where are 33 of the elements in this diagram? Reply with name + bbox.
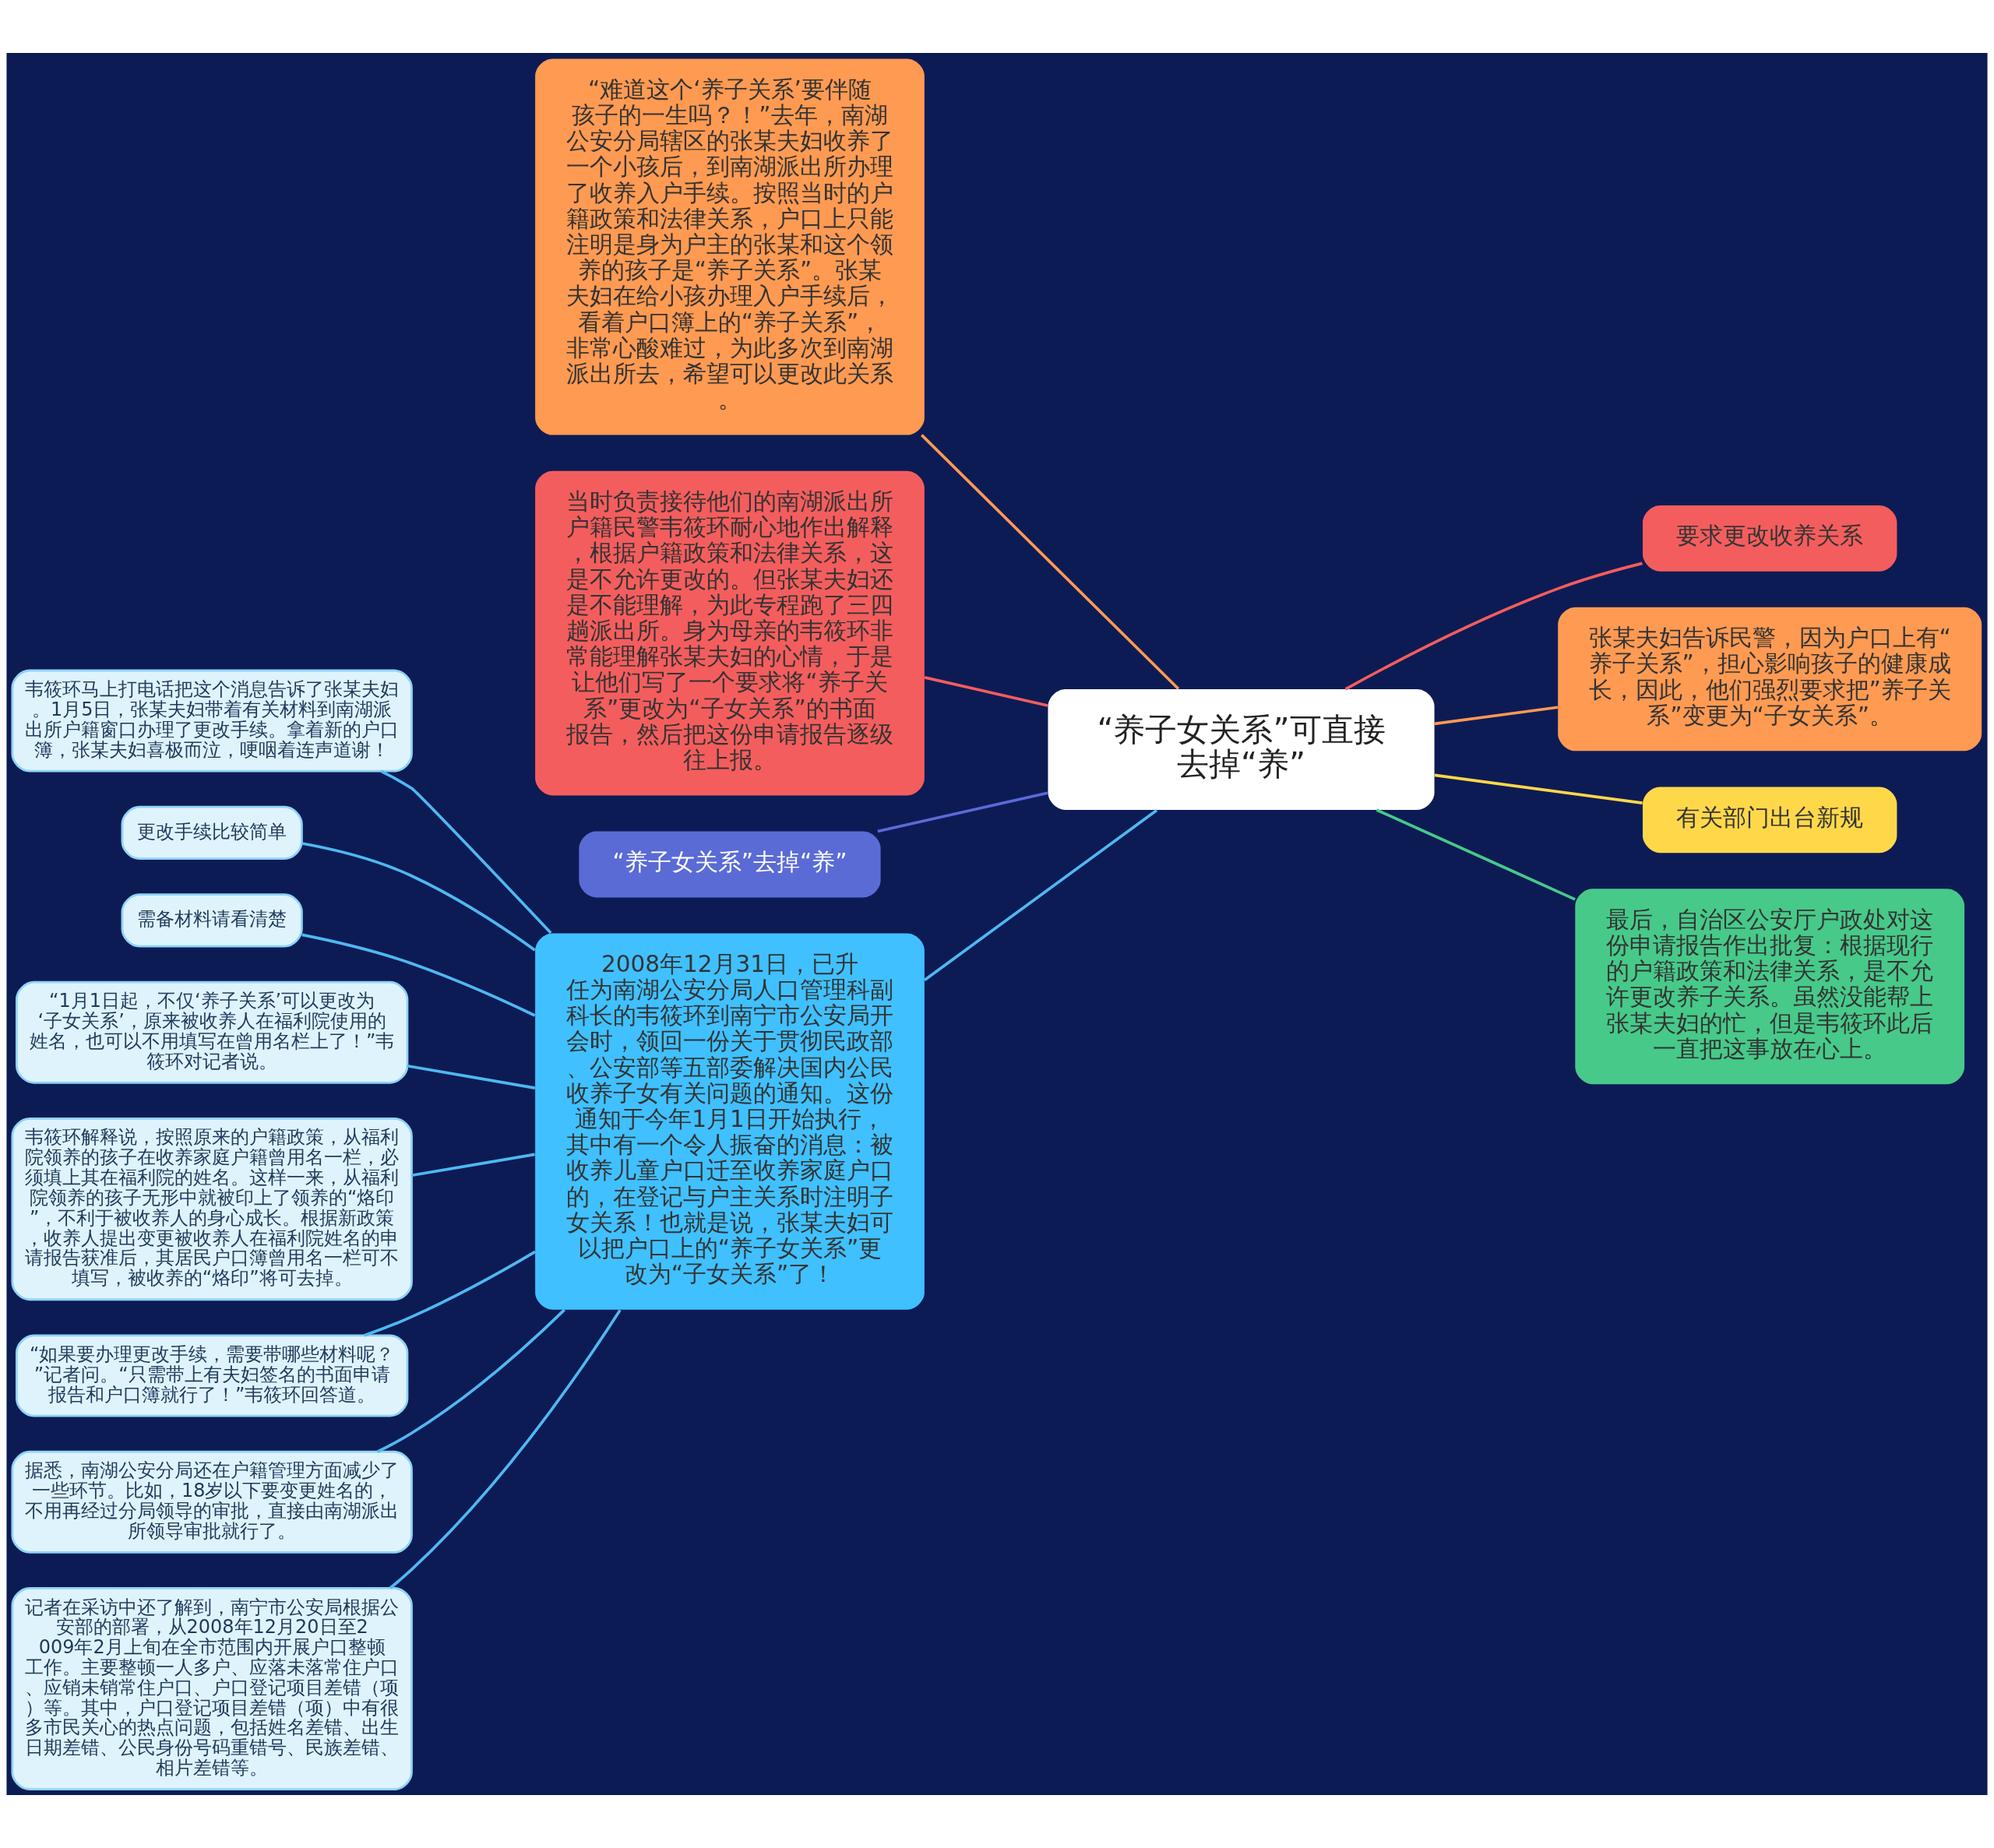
- connector: [1376, 808, 1576, 901]
- node-box: 有关部门出台新规: [1642, 787, 1897, 854]
- node-box: “难道这个‘养子关系’要伴随孩子的一生吗？！”去年，南湖公安分局辖区的张某夫妇收养了一个小孩后，到南湖派出所办理了收养入户手续。按照当时的户籍政策和法律关系，户口上只能注明是身为户主的张某和这个领养的孩子是“养子关系”。张某夫妇在给小孩办理入户手续后，看着户口簿上的“养子关系”，非常心酸难过，为此多次到南湖派出所去，希望可以更改此关系。: [535, 58, 925, 435]
- node-box: 更改手续比较简单: [121, 805, 303, 860]
- node-box: 最后，自治区公安厅户政处对这份申请报告作出批复：根据现行的户籍政策和法律关系，是不允许更改养子关系。虽然没能帮上张某夫妇的忙，但是韦筱环此后一直把这事放在心上。: [1575, 889, 1965, 1085]
- connector: [389, 1309, 622, 1589]
- connector: [301, 933, 536, 1017]
- node-box: “1月1日起，不仅‘养子关系’可以更改为‘子女关系’，原来被收养人在福利院使用的姓名，也可以不用填写在曾用名栏上了！”韦筱环对记者说。: [15, 980, 409, 1084]
- node-box: 当时负责接待他们的南湖派出所户籍民警韦筱环耐心地作出解释，根据户籍政策和法律关系，这是不允许更改的。但张某夫妇还是不能理解，为此专程跑了三四趟派出所。身为母亲的韦筱环非常能理解张某夫妇的心情，于是让他们写了一个要求将“养子关系”更改为“子女关系”的书面报告，然后把这份申请报告逐级往上报。: [535, 470, 925, 796]
- connector: [1434, 773, 1643, 804]
- node-box: “如果要办理更改手续，需要带哪些材料呢？”记者问。“只需带上有夫妇签名的书面申请报告和户口簿就行了！”韦筱环回答道。: [15, 1334, 409, 1417]
- node-box: 韦筱环解释说，按照原来的户籍政策，从福利院领养的孩子在收养家庭户籍曾用名一栏，必须填上其在福利院的姓名。这样一来，从福利院领养的孩子无形中就被印上了领养的“烙印”，不利于被收养人的身心成长。根据新政策，收养人提出变更被收养人在福利院姓名的申请报告获准后，其居民户口簿曾用名一栏可不填写，被收养的“烙印”将可去掉。: [11, 1118, 413, 1301]
- connector: [1434, 706, 1559, 726]
- connector: [380, 769, 552, 935]
- node-box: 需备材料请看清楚: [121, 893, 303, 948]
- node-box: 张某夫妇告诉民警，因为户口上有“养子关系”，担心影响孩子的健康成长，因此，他们强烈要求把”养子关系”变更为“子女关系”。: [1558, 607, 1982, 752]
- connector: [1344, 561, 1643, 691]
- node-box: 2008年12月31日，已升任为南湖公安分局人口管理科副科长的韦筱环到南宁市公安局开会时，领回一份关于贯彻民政部、公安部等五部委解决国内公民收养子女有关问题的通知。这份通知于今年1月1日开始执行，其中有一个令人振奋的消息：被收养儿童户口迁至收养家庭户口的，在登记与户主关系时注明子女关系！也就是说，张某夫妇可以把户口上的“养子女关系”更改为“子女关系”了！: [535, 933, 925, 1310]
- node-box: “养子女关系”可直接去掉“养”: [1048, 689, 1435, 810]
- connector: [301, 842, 536, 952]
- node-box: 要求更改收养关系: [1642, 505, 1897, 572]
- connector: [411, 1153, 535, 1177]
- node-box: “养子女关系”去掉“养”: [579, 831, 881, 898]
- node-box: 记者在采访中还了解到，南宁市公安局根据公安部的部署，从2008年12月20日至2009年2月上旬在全市范围内开展户口整顿工作。主要整顿一人多户、应落未落常住户口、应销未销常住户口、户口登记项目差错（项）等。其中，户口登记项目差错（项）中有很多市民关心的热点问题，包括姓名差错、出生日期差错、公民身份号码重错号、民族差错、相片差错等。: [11, 1587, 413, 1790]
- node-box: 据悉，南湖公安分局还在户籍管理方面减少了一些环节。比如，18岁以下要变更姓名的，不用再经过分局领导的审批，直接由南湖派出所领导审批就行了。: [11, 1450, 413, 1554]
- connector: [364, 1250, 536, 1337]
- connector: [877, 791, 1048, 833]
- node-box: 韦筱环马上打电话把这个消息告诉了张某夫妇。1月5日，张某夫妇带着有关材料到南湖派出所户籍窗口办理了更改手续。拿着新的户口簿，张某夫妇喜极而泣，哽咽着连声道谢！: [11, 669, 413, 773]
- connector: [921, 434, 1180, 690]
- connector: [923, 808, 1158, 981]
- connector: [376, 1308, 565, 1453]
- connector: [407, 1065, 536, 1089]
- connector: [924, 676, 1048, 707]
